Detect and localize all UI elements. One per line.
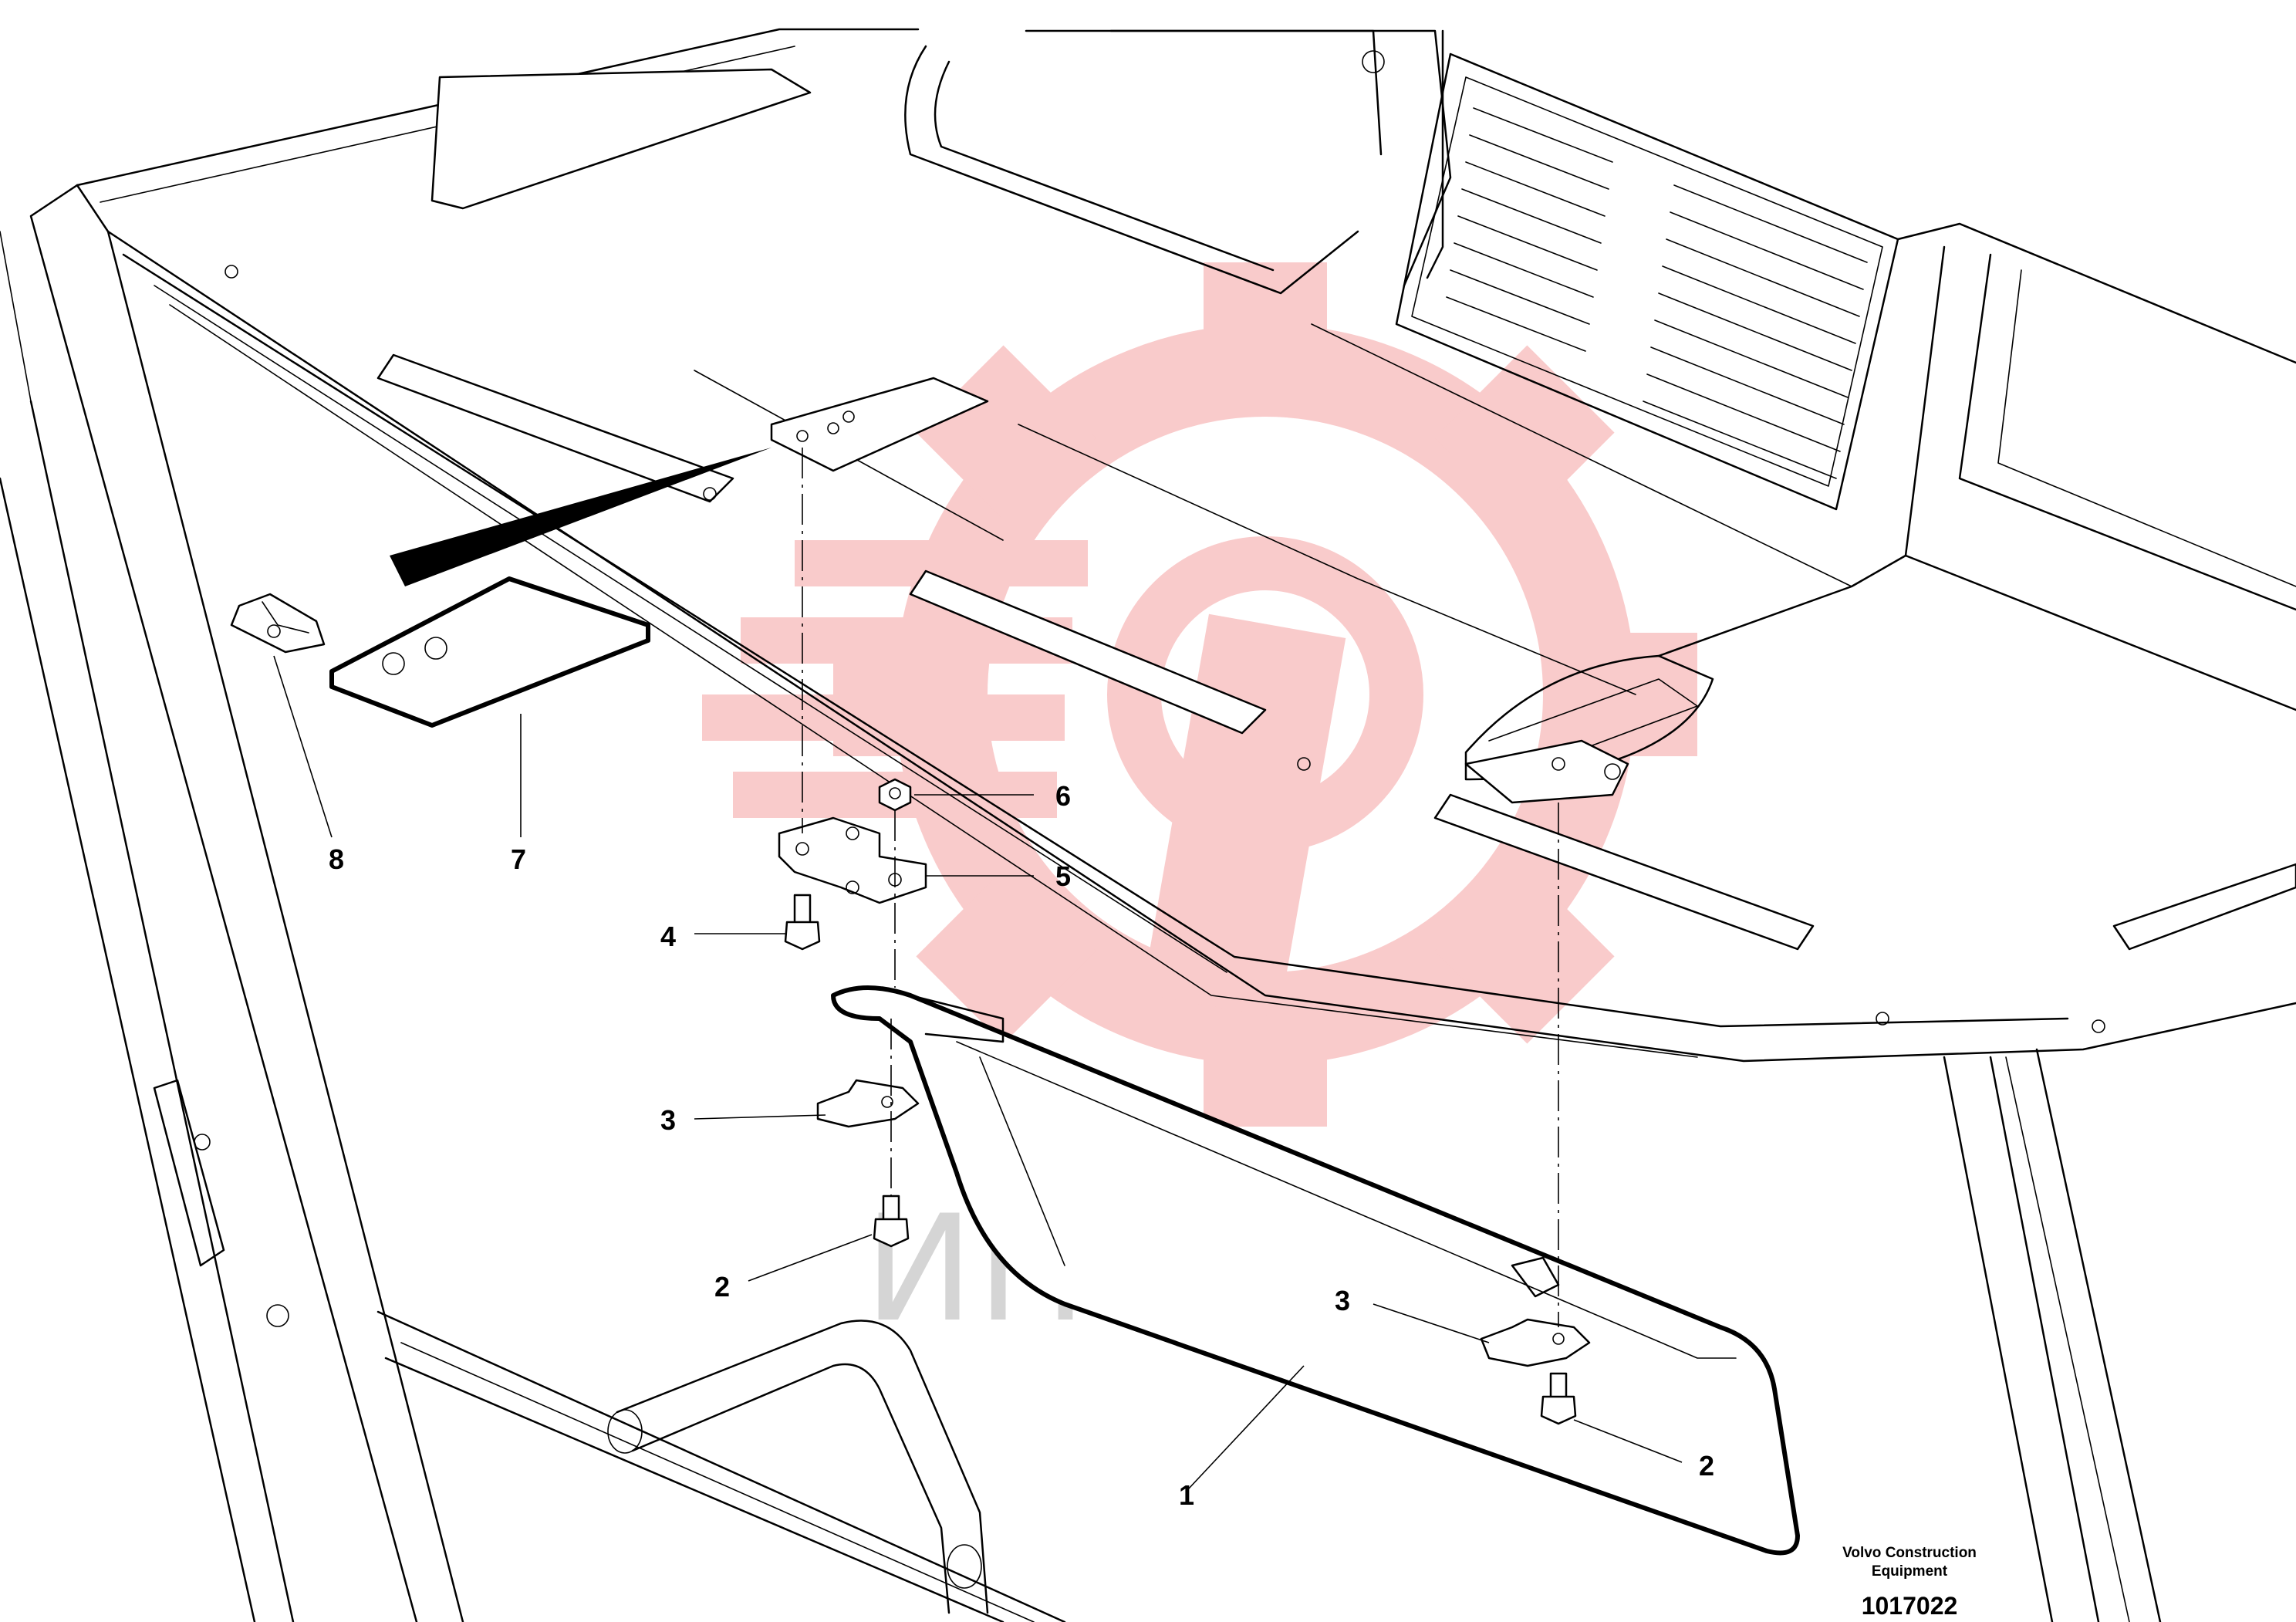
callout-leaders (273, 655, 1683, 1490)
callout-7: 7 (511, 843, 526, 875)
bolt-part-2-upper (873, 1195, 910, 1248)
roof-mounting-plate-rear (1464, 739, 1629, 804)
callout-6: 6 (1055, 780, 1071, 812)
nut-part-6 (878, 778, 912, 812)
cab-roof-structure (0, 28, 2296, 1622)
bracket-part-5 (778, 816, 927, 904)
callout-2-upper: 2 (714, 1271, 730, 1303)
roof-vent-grille (1395, 52, 1899, 511)
clip-part-3-upper (816, 1079, 920, 1128)
clip-part-8 (230, 593, 326, 654)
callout-1: 1 (1179, 1479, 1194, 1511)
callout-5: 5 (1055, 860, 1071, 892)
drawing-number: 1017022 (1862, 1592, 1958, 1620)
callout-8: 8 (329, 843, 344, 875)
company-name-line1: Volvo Construction (1842, 1545, 1977, 1561)
clip-part-3-lower (1480, 1318, 1591, 1367)
title-block: Volvo Construction Equipment 1017022 (1842, 1545, 1977, 1620)
view-direction-arrow (390, 448, 772, 586)
bolt-part-4 (784, 894, 821, 951)
plate-part-7 (329, 576, 650, 728)
roof-mounting-plate-upper (770, 377, 989, 472)
callout-3-lower: 3 (1335, 1285, 1350, 1316)
callout-4: 4 (660, 921, 676, 952)
callout-2-lower: 2 (1699, 1450, 1714, 1482)
callout-3-upper: 3 (660, 1104, 676, 1136)
bolt-part-2-lower (1540, 1372, 1577, 1425)
company-name-line2: Equipment (1872, 1563, 1948, 1580)
